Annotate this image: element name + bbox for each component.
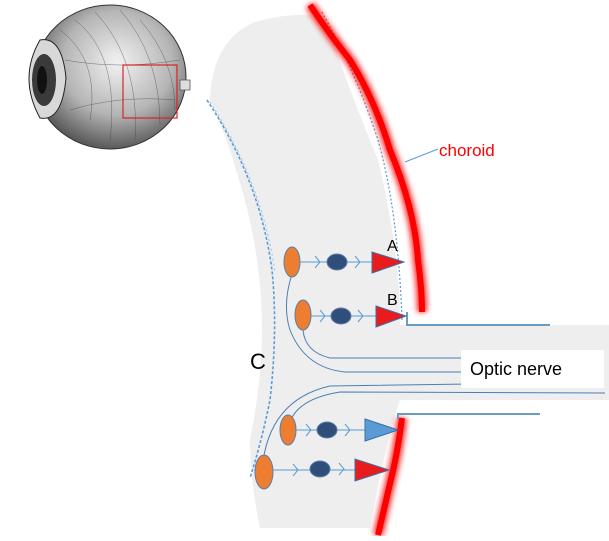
optic-nerve-top-boundary <box>406 312 550 326</box>
zoom-box <box>122 64 178 119</box>
bipolar-cell <box>316 421 338 439</box>
cell-chain-lower <box>254 454 391 490</box>
optic-nerve-bottom-boundary <box>397 413 540 420</box>
label-c: C <box>250 349 266 374</box>
optic-nerve-label-box <box>461 350 604 388</box>
bipolar-cell <box>330 307 352 325</box>
choroid-band <box>305 2 427 537</box>
bipolar-cell <box>309 460 331 478</box>
ganglion-cell <box>294 299 312 331</box>
eyeball-icon <box>28 4 191 150</box>
photoreceptor-blue <box>364 418 400 442</box>
cell-chain-b: B <box>294 292 408 331</box>
choroid-label: choroid <box>439 141 495 160</box>
optic-nerve-label: Optic nerve <box>470 359 562 379</box>
cell-chain-blind-spot <box>279 414 400 446</box>
photoreceptor-red <box>371 251 406 274</box>
bipolar-cell <box>326 253 348 271</box>
label-a: A <box>387 238 398 255</box>
ganglion-cell <box>279 414 297 446</box>
photoreceptor-red <box>375 305 408 328</box>
choroid-leader-line <box>404 148 439 163</box>
photoreceptor-red <box>354 458 391 482</box>
ganglion-cell <box>283 246 301 278</box>
retina-background <box>210 14 609 529</box>
inner-membrane-line <box>206 99 276 479</box>
label-b: B <box>387 292 398 309</box>
ganglion-cell <box>254 454 274 490</box>
cell-chain-a: A <box>283 238 406 278</box>
